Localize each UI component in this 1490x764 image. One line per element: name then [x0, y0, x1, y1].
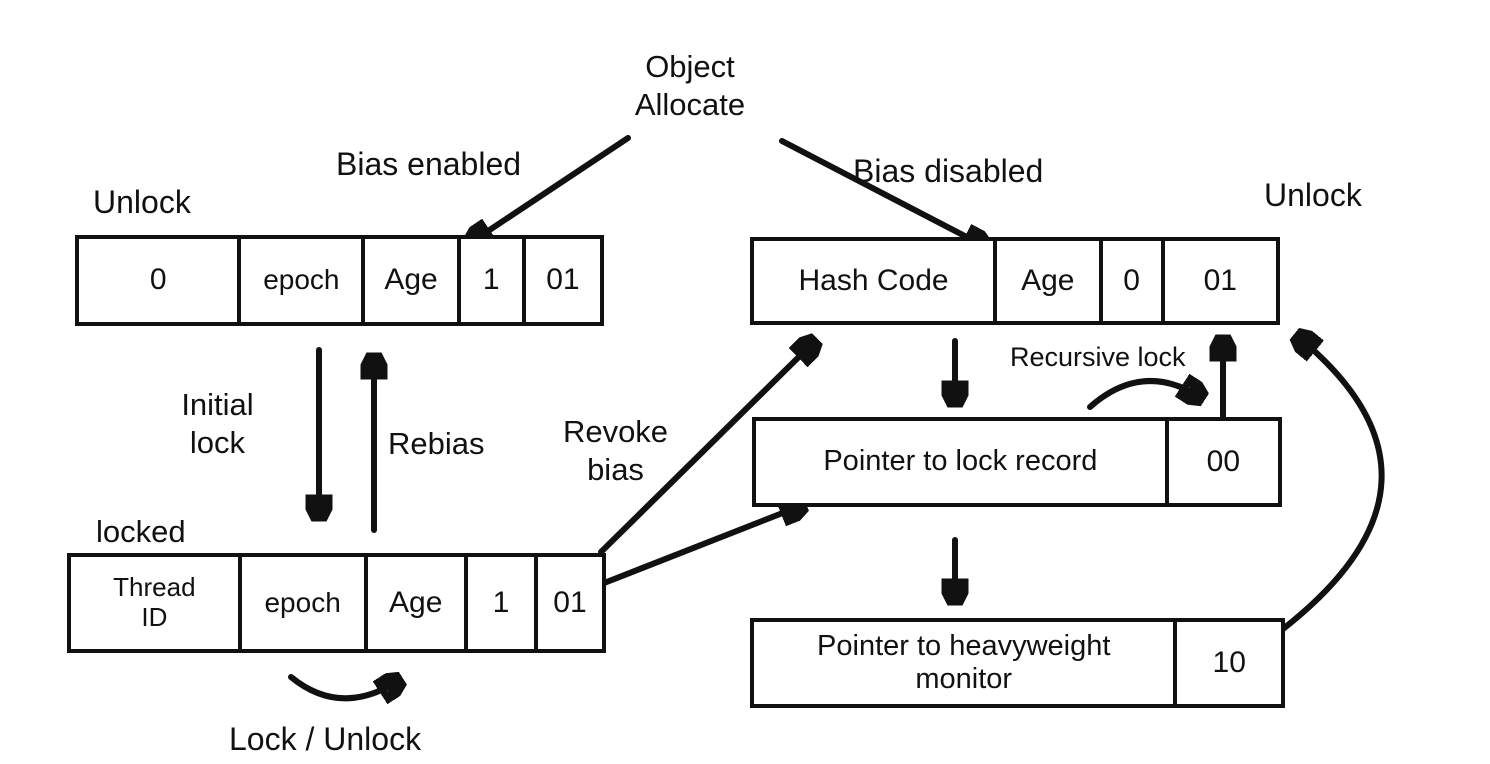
arrow-lock-unlock-swoosh: [288, 677, 400, 698]
cell-thread-zero: 0: [79, 239, 237, 322]
cell-text: 10: [1212, 645, 1246, 679]
bias-disabled-label: Bias disabled: [853, 153, 1044, 189]
cell-text: epoch: [264, 586, 341, 618]
bias-enabled-label: Bias enabled: [336, 146, 522, 182]
mark-word-biased-locked: Thread ID epoch Age 1 01: [67, 553, 606, 653]
cell-biased-flag: 1: [463, 557, 534, 649]
cell-text: Age: [1021, 263, 1075, 297]
lock-unlock-label: Lock / Unlock: [229, 721, 422, 757]
arrow-revoke-bias-to-lock-record: [596, 505, 803, 588]
mark-word-heavyweight-locked: Pointer to heavyweight monitor 10: [750, 618, 1285, 708]
cell-lock-bits: 01: [521, 239, 600, 322]
cell-text: 0: [1123, 263, 1140, 297]
cell-lock-bits: 00: [1164, 421, 1278, 503]
cell-lock-bits: 01: [533, 557, 602, 649]
cell-lock-record-pointer: Pointer to lock record: [756, 421, 1165, 503]
cell-text: Pointer to heavyweight monitor: [817, 629, 1111, 695]
cell-text: 1: [482, 263, 500, 297]
cell-biased-flag: 0: [1098, 241, 1161, 321]
cell-age: Age: [361, 239, 456, 322]
revoke-bias-label: Revoke bias: [562, 414, 669, 487]
cell-text: Age: [384, 263, 438, 297]
object-allocate-label: Object Allocate: [634, 49, 746, 122]
unlock-left-label: Unlock: [93, 184, 191, 220]
cell-text: Age: [389, 585, 443, 619]
recursive-lock-label: Recursive lock: [1010, 342, 1186, 372]
cell-lock-bits: 10: [1173, 622, 1281, 704]
cell-epoch: epoch: [237, 239, 361, 322]
cell-lock-bits: 01: [1160, 241, 1276, 321]
cell-text: 01: [1203, 263, 1237, 297]
unlock-right-label: Unlock: [1264, 177, 1362, 213]
cell-text: 1: [492, 585, 510, 619]
arrow-recursive-lock-swoosh: [1087, 381, 1202, 410]
cell-text: Pointer to lock record: [823, 445, 1098, 478]
mark-word-unbiased-unlocked: Hash Code Age 0 01: [750, 237, 1280, 325]
cell-age: Age: [363, 557, 464, 649]
mark-word-lightweight-locked: Pointer to lock record 00: [752, 417, 1282, 507]
cell-text: 0: [149, 263, 167, 297]
cell-text: 01: [546, 263, 580, 297]
cell-monitor-pointer: Pointer to heavyweight monitor: [754, 622, 1173, 704]
cell-text: Thread ID: [113, 572, 196, 632]
cell-biased-flag: 1: [456, 239, 522, 322]
cell-text: 00: [1206, 444, 1241, 478]
rebias-label: Rebias: [388, 426, 485, 461]
initial-lock-label: Initial lock: [181, 387, 254, 460]
locked-label: locked: [96, 514, 186, 549]
mark-word-biased-unlocked: 0 epoch Age 1 01: [75, 235, 604, 326]
arrow-unlock-arc: [1280, 336, 1385, 632]
cell-age: Age: [993, 241, 1098, 321]
cell-epoch: epoch: [237, 557, 364, 649]
cell-text: 01: [553, 585, 587, 619]
cell-thread-id: Thread ID: [71, 557, 238, 649]
cell-text: epoch: [263, 264, 340, 296]
cell-text: Hash Code: [798, 263, 949, 297]
cell-hash-code: Hash Code: [754, 241, 993, 321]
